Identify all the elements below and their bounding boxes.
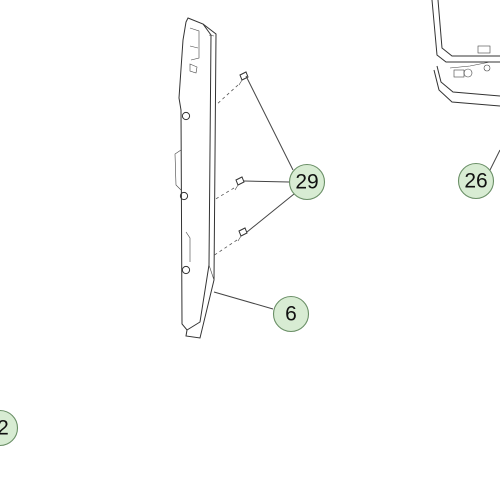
callout-26-label: 26 bbox=[464, 170, 487, 193]
callout-6-label: 6 bbox=[285, 303, 297, 326]
callout-26: 26 bbox=[457, 162, 495, 200]
screw-top bbox=[238, 71, 249, 86]
callout-29-label: 29 bbox=[295, 171, 318, 194]
callout-6: 6 bbox=[272, 295, 310, 333]
side-panel-part bbox=[174, 17, 217, 339]
device-part-fragment bbox=[431, 0, 500, 107]
screw-middle bbox=[234, 176, 245, 191]
callout-2-label: 2 bbox=[0, 417, 9, 440]
screw-group bbox=[234, 71, 249, 242]
screw-bottom bbox=[237, 227, 248, 242]
callout-2: 2 bbox=[0, 409, 19, 447]
callout-29: 29 bbox=[288, 163, 326, 201]
